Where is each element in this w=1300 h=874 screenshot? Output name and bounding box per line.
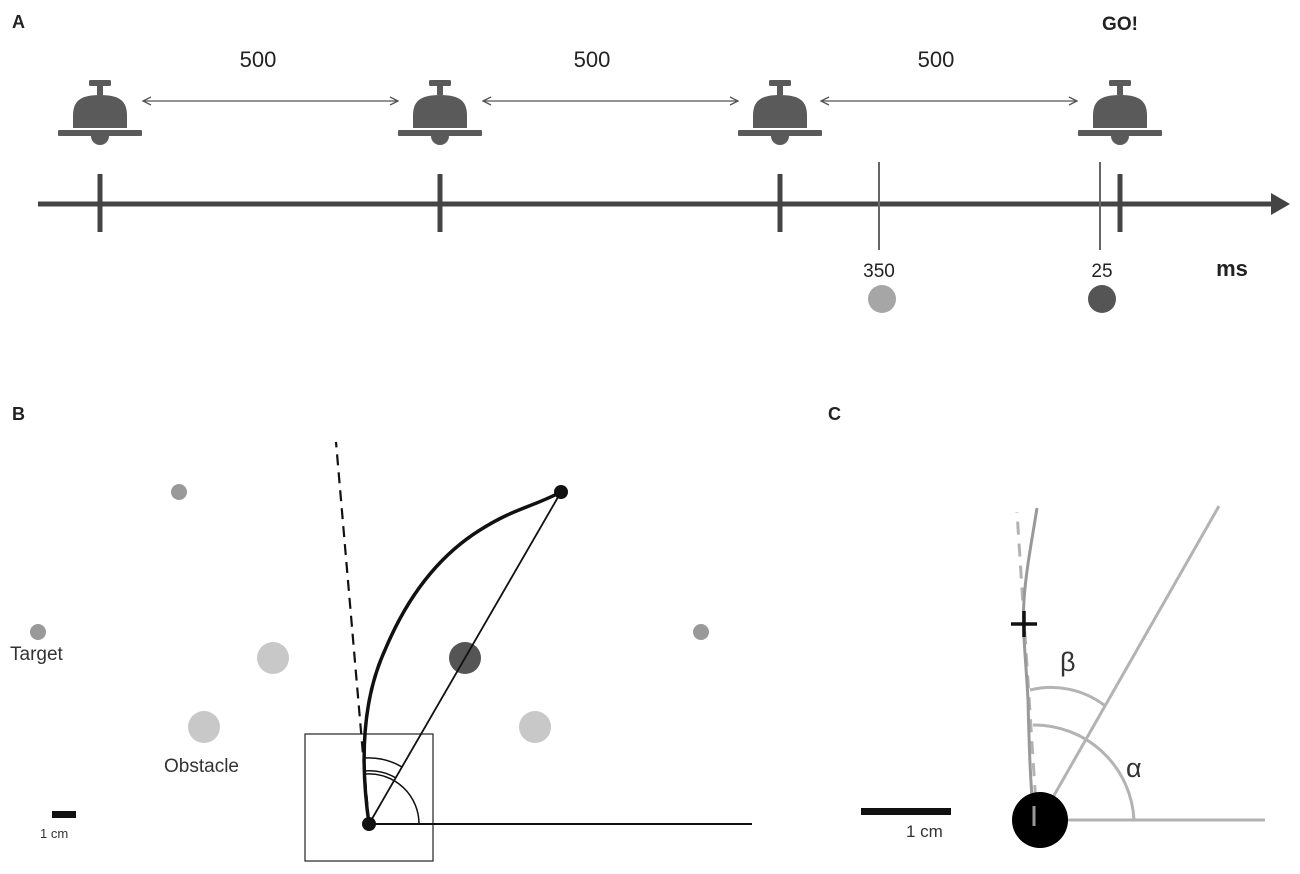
beta-arc	[1029, 685, 1105, 707]
scale-bar-c	[861, 808, 951, 815]
target-label: Target	[10, 644, 64, 665]
interval-label-1: 500	[240, 47, 277, 72]
obstacle-label: Obstacle	[164, 756, 239, 777]
start-disk	[1012, 792, 1068, 848]
time-axis	[38, 162, 1290, 250]
scale-label-b: 1 cm	[40, 826, 68, 841]
bell-icon	[1078, 80, 1162, 145]
panel-label-c: C	[828, 404, 841, 424]
obstacle-dot	[257, 642, 289, 674]
panel-label-b: B	[12, 404, 25, 424]
start-point	[362, 817, 376, 831]
target-dot	[171, 484, 187, 500]
angle-arc-inner	[363, 769, 397, 779]
hand-trajectory	[362, 490, 562, 825]
target-dot	[693, 624, 709, 640]
scale-label-c: 1 cm	[906, 822, 943, 841]
obstacle-dot	[188, 711, 220, 743]
interval-label-2: 500	[574, 47, 611, 72]
trajectory-c	[1021, 507, 1039, 823]
panel-label-a: A	[12, 12, 25, 32]
go-label: GO!	[1102, 14, 1138, 35]
beta-label: β	[1060, 647, 1076, 677]
interval-label-3: 500	[918, 47, 955, 72]
end-point	[554, 485, 568, 499]
mark-label-25: 25	[1091, 261, 1112, 282]
angle-arc-mid	[363, 757, 403, 768]
bell-icon	[738, 80, 822, 145]
bell-icon	[398, 80, 482, 145]
cue-dot-dark	[1088, 285, 1116, 313]
straight-direction-line	[1038, 505, 1221, 821]
bell-icon	[58, 80, 142, 145]
time-unit-label: ms	[1216, 256, 1248, 281]
straight-path-line	[368, 491, 562, 825]
target-dots	[30, 484, 709, 640]
cue-dot-light	[868, 285, 896, 313]
cross-icon	[1011, 611, 1037, 637]
scale-bar-b	[52, 811, 76, 818]
obstacle-dots	[188, 642, 551, 743]
bell-row	[58, 80, 1162, 145]
alpha-label: α	[1126, 753, 1142, 783]
axis-ticks	[97, 174, 1123, 232]
obstacle-dot	[519, 711, 551, 743]
target-dot	[30, 624, 46, 640]
start-area	[304, 441, 752, 862]
start-box	[304, 733, 434, 862]
mark-label-350: 350	[863, 261, 895, 282]
angle-arc-outer	[365, 773, 420, 825]
axis-arrowhead	[1271, 193, 1290, 215]
alpha-arc	[1032, 723, 1136, 821]
